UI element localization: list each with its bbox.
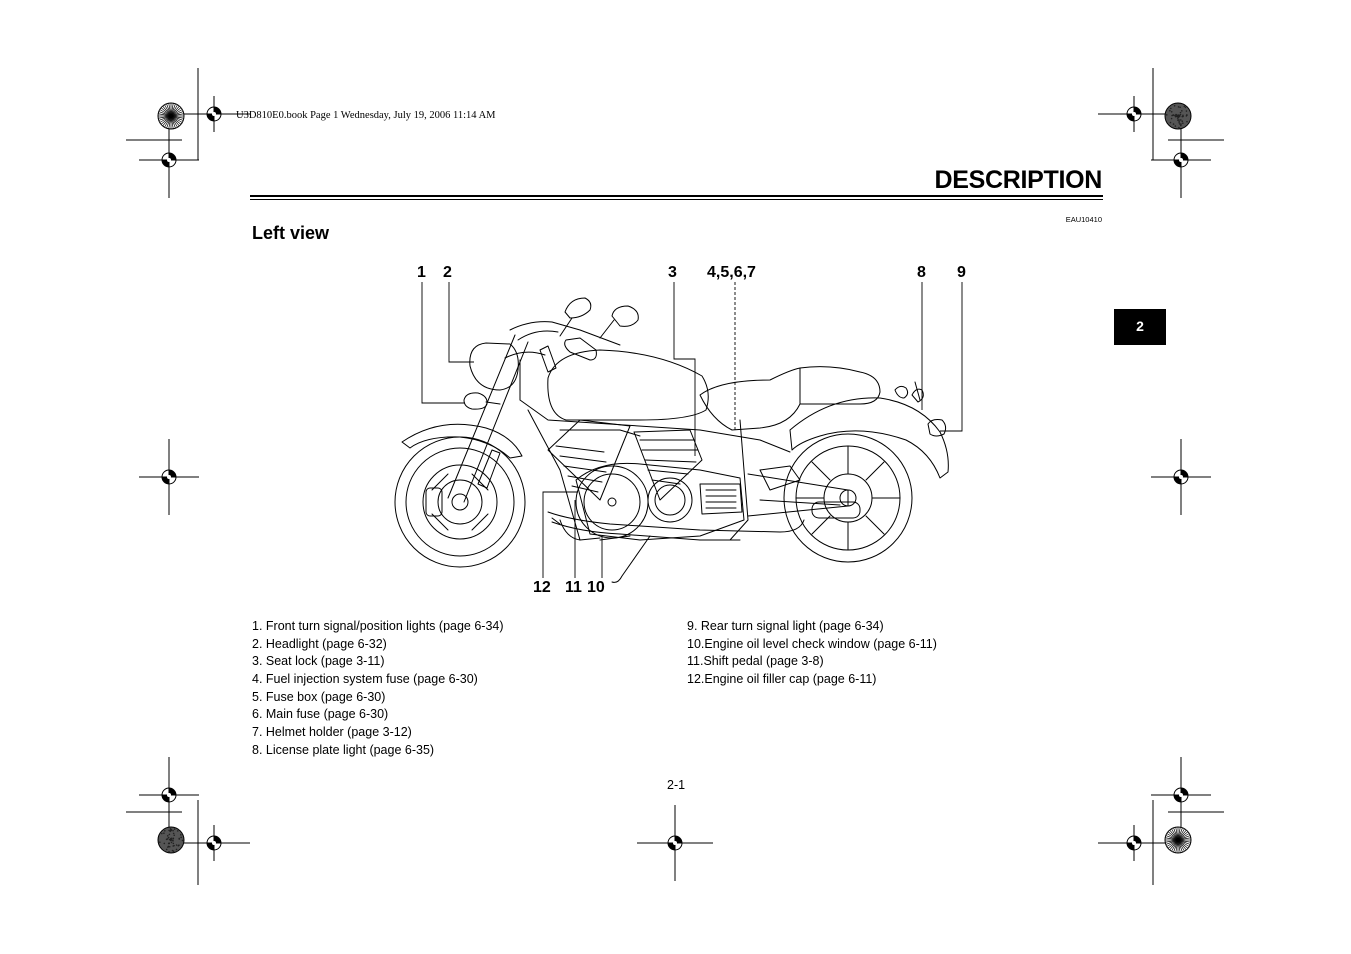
legend-item: 2. Headlight (page 6-32) <box>252 636 504 654</box>
legend-right-column: 9. Rear turn signal light (page 6-34) 10… <box>687 618 937 689</box>
callout-8: 8 <box>917 264 926 282</box>
legend-item: 12.Engine oil filler cap (page 6-11) <box>687 671 937 689</box>
legend-item: 5. Fuse box (page 6-30) <box>252 689 504 707</box>
legend-item: 11.Shift pedal (page 3-8) <box>687 653 937 671</box>
legend-left-column: 1. Front turn signal/position lights (pa… <box>252 618 504 760</box>
legend-item: 7. Helmet holder (page 3-12) <box>252 724 504 742</box>
legend-item: 10.Engine oil level check window (page 6… <box>687 636 937 654</box>
callout-10: 10 <box>587 579 605 597</box>
callout-1: 1 <box>417 264 426 282</box>
legend-item: 9. Rear turn signal light (page 6-34) <box>687 618 937 636</box>
callout-11: 11 <box>565 579 582 597</box>
callout-9: 9 <box>957 264 966 282</box>
page-number: 2-1 <box>667 778 685 792</box>
legend-item: 3. Seat lock (page 3-11) <box>252 653 504 671</box>
callout-2: 2 <box>443 264 452 282</box>
callout-4-5-6-7: 4,5,6,7 <box>707 264 756 282</box>
legend-item: 8. License plate light (page 6-35) <box>252 742 504 760</box>
legend-item: 1. Front turn signal/position lights (pa… <box>252 618 504 636</box>
legend-item: 4. Fuel injection system fuse (page 6-30… <box>252 671 504 689</box>
callout-3: 3 <box>668 264 677 282</box>
callout-12: 12 <box>533 579 551 597</box>
legend-item: 6. Main fuse (page 6-30) <box>252 706 504 724</box>
